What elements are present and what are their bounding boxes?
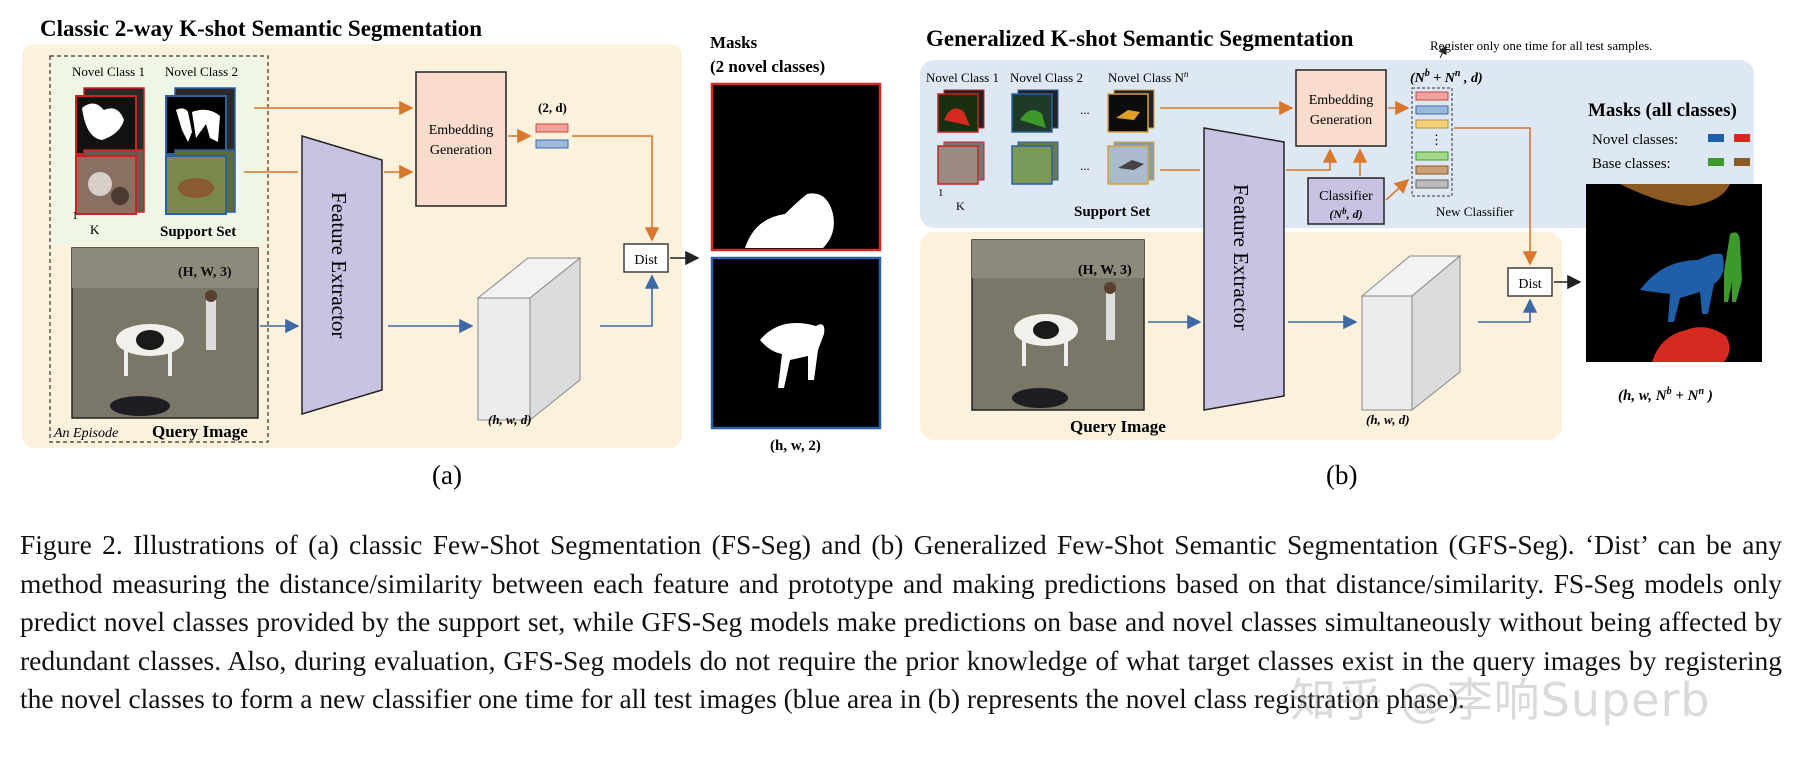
novel-class-1-label-b: Novel Class 1 xyxy=(926,70,999,85)
dist-box-b xyxy=(1507,267,1553,297)
shot-index-1-b: 1 xyxy=(938,187,944,199)
support-image-class1-1 xyxy=(75,149,145,215)
support-images-b xyxy=(937,89,1155,185)
mask-dims-b: (h, w, Nb + Nn ) xyxy=(1618,386,1713,404)
feature-extractor-label-a: Feature Extractor xyxy=(327,192,351,338)
shot-index-k: K xyxy=(90,222,100,237)
query-image-a xyxy=(71,247,259,419)
mask-novel-class-2 xyxy=(710,256,882,430)
query-image-b xyxy=(971,239,1145,411)
feature-dims-a: (h, w, d) xyxy=(488,412,532,427)
legend-base-label: Base classes: xyxy=(1592,156,1671,172)
register-note: Register only one time for all test samp… xyxy=(1430,38,1652,53)
sub-label-b: (b) xyxy=(1326,460,1357,490)
new-classifier-ellipsis: ⋮ xyxy=(1430,132,1443,147)
embedding-label-b-2: Generation xyxy=(1310,113,1372,128)
prototype-red xyxy=(535,123,569,133)
arrows-panel-b xyxy=(1148,45,1582,330)
watermark: 知乎 @李响Superb xyxy=(1290,673,1711,727)
dist-label-b: Dist xyxy=(1518,277,1541,292)
episode-frame xyxy=(49,55,269,443)
prototype-blue xyxy=(535,139,569,149)
classifier-box-b xyxy=(1307,177,1385,225)
panel-a-title: Classic 2-way K-shot Semantic Segmentati… xyxy=(40,16,482,41)
legend-novel-blue xyxy=(1708,134,1724,142)
novel-class-1-label: Novel Class 1 xyxy=(72,64,145,79)
legend-base-green xyxy=(1708,158,1724,166)
sub-label-a: (a) xyxy=(432,460,462,490)
novel-class-2-label-b: Novel Class 2 xyxy=(1010,70,1083,85)
figure-caption: Figure 2. Illustrations of (a) classic F… xyxy=(20,526,1782,719)
caption-text: Figure 2. Illustrations of (a) classic F… xyxy=(20,529,1782,714)
new-classifier-label: New Classifier xyxy=(1436,204,1514,219)
shot-index-1: 1 xyxy=(72,208,78,222)
novel-class-2-label: Novel Class 2 xyxy=(165,64,238,79)
query-image-label-a: Query Image xyxy=(152,422,248,441)
support-set-label: Support Set xyxy=(160,224,236,240)
feature-extractor-label-b: Feature Extractor xyxy=(1229,184,1253,330)
embedding-generation-b xyxy=(1295,69,1387,147)
mask-novel-class-1 xyxy=(710,82,882,252)
support-image-class2-1 xyxy=(165,149,236,215)
masks-title-b: Masks (all classes) xyxy=(1588,100,1737,121)
feature-extractor-a xyxy=(301,134,383,416)
legend-base-brown xyxy=(1734,158,1750,166)
embedding-label-b-1: Embedding xyxy=(1309,93,1374,108)
mask-all-classes xyxy=(1586,184,1762,362)
embedding-label-a-2: Generation xyxy=(430,143,492,158)
proto-dims-b: (Nb + Nn , d) xyxy=(1410,68,1483,86)
feature-cube-a xyxy=(476,256,582,422)
classifier-label-b-2: (Nb, d) xyxy=(1329,206,1362,221)
dist-box-a xyxy=(623,243,669,273)
query-image-label-b: Query Image xyxy=(1070,417,1166,436)
ellipsis-b-2: ... xyxy=(1080,158,1090,173)
support-set-label-b: Support Set xyxy=(1074,204,1150,220)
shot-index-k-b: K xyxy=(956,199,965,213)
legend-novel-label: Novel classes: xyxy=(1592,132,1678,148)
feature-cube-b xyxy=(1360,254,1462,412)
mask-dims-a: (h, w, 2) xyxy=(770,438,821,454)
embedding-generation-a xyxy=(415,71,507,207)
feature-dims-b: (h, w, d) xyxy=(1366,412,1410,427)
novel-class-n-label-b: Novel Class Nn xyxy=(1108,69,1189,85)
panel-b-title: Generalized K-shot Semantic Segmentation xyxy=(926,26,1354,51)
embedding-label-a-1: Embedding xyxy=(429,123,494,138)
dist-label-a: Dist xyxy=(634,253,657,268)
ellipsis-b-1: ... xyxy=(1080,102,1090,117)
query-dims-a: (H, W, 3) xyxy=(178,265,232,280)
masks-title-a-1: Masks xyxy=(710,33,758,52)
figure-diagram: Classic 2-way K-shot Semantic Segmentati… xyxy=(22,16,1762,490)
legend-novel-red xyxy=(1734,134,1750,142)
episode-label: An Episode xyxy=(53,426,118,441)
feature-extractor-b xyxy=(1203,127,1285,411)
support-image-class2-k xyxy=(165,87,236,155)
prototype-dims-a: (2, d) xyxy=(538,100,567,115)
masks-title-a-2: (2 novel classes) xyxy=(710,57,825,76)
support-image-class1-k xyxy=(75,87,145,155)
new-classifier-frame xyxy=(1411,87,1453,197)
arrows-panel-a xyxy=(244,100,700,334)
query-dims-b: (H, W, 3) xyxy=(1078,263,1132,278)
new-classifier-vectors xyxy=(1415,91,1449,189)
classifier-label-b-1: Classifier xyxy=(1319,189,1373,204)
